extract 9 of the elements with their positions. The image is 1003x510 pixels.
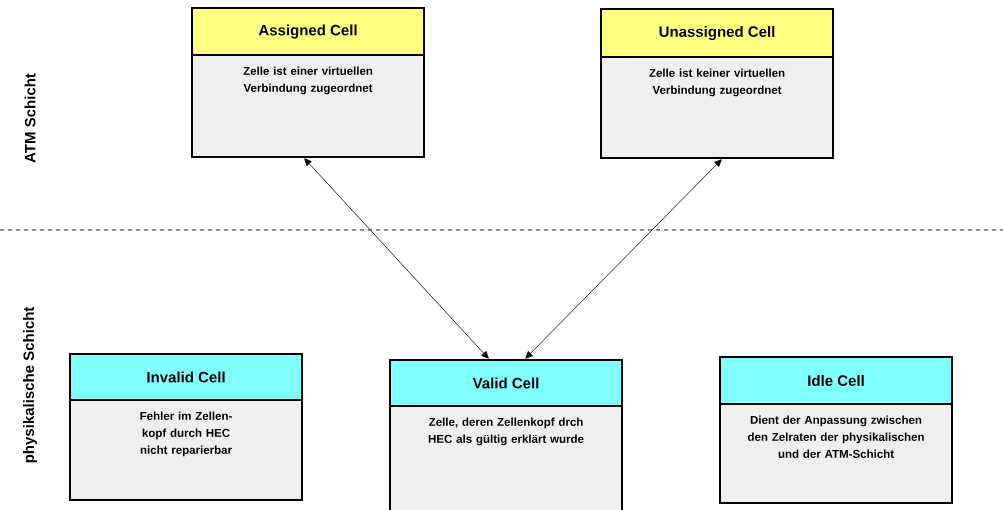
layer-label: physikalische Schicht <box>23 306 37 463</box>
arrow <box>304 158 489 359</box>
cell-box: Idle Cell Dient der Anpassung zwischen den Zelraten der physikalischen und der ATM-Schicht <box>719 356 953 504</box>
cell-box: Valid Cell Zelle, deren Zellenkopf drch HEC als gültig erklärt wurde <box>389 359 623 510</box>
cell-box: Assigned Cell Zelle ist einer virtuellen Verbindung zugeordnet <box>191 7 425 158</box>
cell-box: Invalid Cell Fehler im Zellen-kopf durch HEC nicht reparierbar <box>69 353 303 501</box>
cell-box: Unassigned Cell Zelle ist keiner virtuellen Verbindung zugeordnet <box>600 8 834 159</box>
arrow <box>525 159 722 359</box>
layer-label: ATM Schicht <box>24 73 36 163</box>
